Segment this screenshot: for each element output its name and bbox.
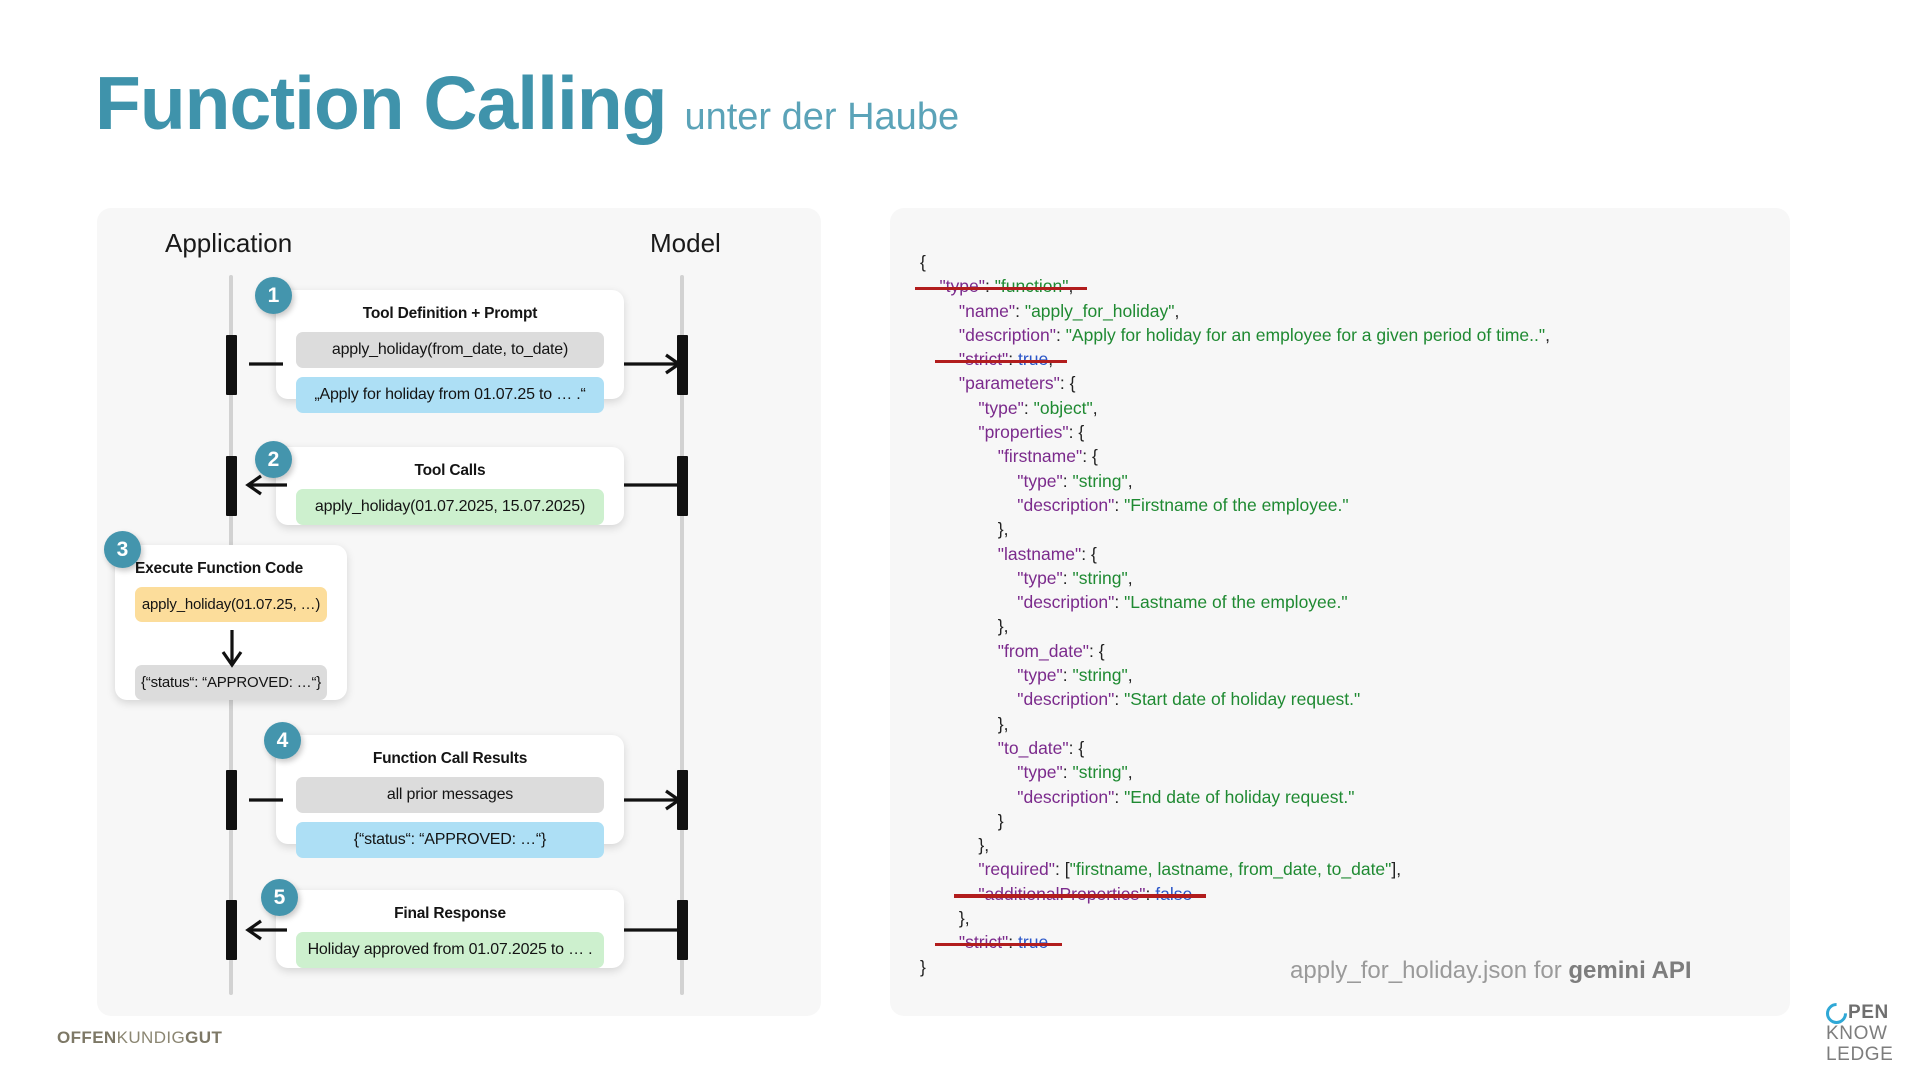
okg-part2: KUNDIG [116,1028,186,1047]
activation-bar-application-5 [226,900,237,960]
lane-label-application: Application [165,228,293,258]
title-main: Function Calling [95,61,667,145]
step-card-4-chip-1: {“status“: “APPROVED: …“} [296,822,604,858]
okg-part1: OFFEN [57,1028,117,1047]
arrow-step-2-model-stub [624,473,682,497]
step-badge-3: 3 [104,531,141,568]
step-badge-2: 2 [255,441,292,478]
step-badge-5: 5 [261,879,298,916]
code-line: "to_date": { [997,737,1085,758]
arrow-step-4-to-model [624,788,684,812]
step-card-2: Tool Calls apply_holiday(01.07.2025, 15.… [276,447,624,525]
step-card-3-title: Execute Function Code [135,560,304,577]
code-panel [890,208,1790,1016]
arrow-step-5-to-application [243,918,287,942]
step-card-2-title: Tool Calls [414,462,486,479]
step-card-4: Function Call Results all prior messages… [276,735,624,858]
code-line: "lastname": { [997,543,1097,564]
step-card-4-title: Function Call Results [372,750,528,767]
arrow-step-5-model-stub [624,918,682,942]
arrow-step-2-to-application [243,473,287,497]
activation-bar-model-2 [677,456,688,516]
code-line: }, [997,616,1009,637]
activation-bar-application-4 [226,770,237,830]
down-arrow-icon [219,630,245,675]
code-line: "description": "Lastname of the employee… [1017,592,1348,613]
ok-logo-row-1: PEN [1821,998,1893,1029]
activation-bar-application-1 [226,335,237,395]
code-line: "description": "Apply for holiday for an… [958,324,1550,345]
code-line: "type": "function", [915,274,1770,298]
step-card-5: Final Response Holiday approved from 01.… [276,890,624,968]
code-line: "name": "apply_for_holiday", [958,300,1180,321]
activation-bar-model-5 [677,900,688,960]
step-card-1-chip-1: „Apply for holiday from 01.07.25 to … .“ [296,377,604,413]
code-line: "description": "Start date of holiday re… [1017,689,1361,710]
code-line: }, [997,713,1009,734]
code-line: "type": "string", [1017,470,1133,491]
arrow-step-1-left-stub [249,352,283,376]
openknowledge-logo: PEN KNOW LEDGE [1821,998,1894,1065]
title-subtitle: unter der Haube [684,96,960,138]
code-caption-file: apply_for_holiday.json for [1290,957,1569,984]
code-caption-api: gemini API [1568,957,1692,984]
code-line: "type": "string", [1017,567,1133,588]
lifeline-model [680,275,684,995]
code-line: "type": "object", [978,397,1098,418]
okg-part3: GUT [185,1028,223,1047]
activation-bar-model-4 [677,770,688,830]
step-card-1-chip-0: apply_holiday(from_date, to_date) [296,332,604,368]
code-line: "description": "Firstname of the employe… [1017,494,1349,515]
code-line: "strict": true [920,930,1770,954]
step-card-5-title: Final Response [394,905,506,922]
code-line: "additionalProperties": false [920,882,1770,906]
ok-logo-row-2: KNOW [1826,1023,1888,1044]
activation-bar-model-1 [677,335,688,395]
code-line: { [920,252,926,272]
step-card-2-chip-0: apply_holiday(01.07.2025, 15.07.2025) [296,489,604,525]
step-card-5-chip-0: Holiday approved from 01.07.2025 to … . [296,932,604,968]
code-line: "strict": true, [920,347,1770,371]
json-code-block: { "type": "function", "name": "apply_for… [915,250,1770,979]
code-line: "type": "string", [1017,762,1133,783]
code-line: "required": ["firstname, lastname, from_… [978,859,1402,880]
activation-bar-application-2 [226,456,237,516]
step-card-1: Tool Definition + Prompt apply_holiday(f… [276,290,624,413]
code-line: "type": "string", [1017,665,1133,686]
ok-logo-row-3: LEDGE [1826,1043,1894,1065]
ok-logo-pen: PEN [1848,1002,1889,1024]
offenkundiggut-logo: OFFENKUNDIGGUT [57,1028,222,1048]
code-caption: apply_for_holiday.json for gemini API [1290,957,1692,985]
code-line: } [997,810,1004,831]
step-badge-4: 4 [264,722,301,759]
code-line: "firstname": { [997,446,1098,467]
arrow-step-1-to-model [624,352,684,376]
step-badge-1: 1 [255,277,292,314]
code-line: }, [978,835,990,856]
code-line: }, [997,519,1009,540]
step-card-3-chip-0: apply_holiday(01.07.25, …) [135,587,327,622]
code-line: } [920,956,926,977]
step-card-4-chip-0: all prior messages [296,777,604,813]
code-line: "from_date": { [997,640,1105,661]
step-card-1-title: Tool Definition + Prompt [362,305,538,322]
step-card-3-chip-1: {“status“: “APPROVED: …“} [135,665,327,700]
code-line: "parameters": { [958,373,1076,394]
lane-label-model: Model [650,228,721,258]
code-line: "properties": { [978,422,1085,443]
code-line: }, [958,908,970,929]
step-card-3: Execute Function Code apply_holiday(01.0… [115,545,347,700]
page-title: Function Calling unter der Haube [95,60,959,146]
arrow-step-4-left-stub [249,788,283,812]
code-line: "description": "End date of holiday requ… [1017,786,1355,807]
